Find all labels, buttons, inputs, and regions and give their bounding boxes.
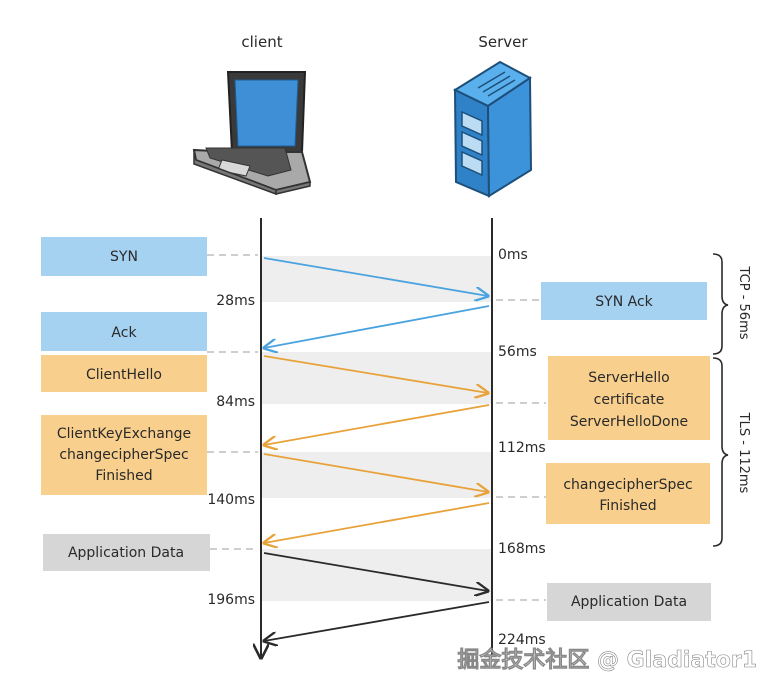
server-app-data-box xyxy=(547,583,711,621)
server-app-data-text: Application Data xyxy=(571,594,687,610)
time-28ms: 28ms xyxy=(216,293,255,309)
tls-brace xyxy=(712,357,729,547)
client-app-data-text: Application Data xyxy=(68,545,184,561)
syn-ack-box xyxy=(541,282,707,320)
ack-box xyxy=(41,312,207,351)
time-112ms: 112ms xyxy=(498,440,546,456)
server-icon xyxy=(452,60,533,198)
client-hello-box xyxy=(41,355,207,392)
dashed-connectors xyxy=(207,254,546,601)
syn-text: SYN xyxy=(110,249,138,265)
arrow-app-data-server xyxy=(264,601,490,641)
arrow-server-hello xyxy=(264,404,490,445)
time-168ms: 168ms xyxy=(498,541,546,557)
arrow-key-exchange xyxy=(263,453,488,492)
laptop-icon xyxy=(192,71,312,196)
client-app-data-box xyxy=(43,534,210,571)
arrow-change-cipher xyxy=(264,502,490,543)
arrow-client-hello xyxy=(263,355,488,393)
client-hello-text: ClientHello xyxy=(86,367,162,383)
tls-phase-label: TLS - 112ms xyxy=(736,412,751,494)
time-224ms: 224ms xyxy=(498,632,546,648)
change-cipher-line-2: Finished xyxy=(599,498,656,514)
server-hello-line-2: certificate xyxy=(594,392,665,408)
change-cipher-box xyxy=(546,463,710,524)
time-84ms: 84ms xyxy=(216,394,255,410)
time-196ms: 196ms xyxy=(207,592,255,608)
tcp-phase-label: TCP - 56ms xyxy=(736,265,751,339)
syn-ack-text: SYN Ack xyxy=(595,294,653,310)
watermark: 掘金技术社区 @ Gladiator1 xyxy=(457,647,757,673)
band-168-196 xyxy=(262,549,492,601)
server-label: Server xyxy=(478,33,528,51)
arrow-syn-ack xyxy=(264,305,490,348)
time-0ms: 0ms xyxy=(498,247,528,263)
key-exchange-box xyxy=(41,415,207,495)
arrow-syn xyxy=(263,257,488,296)
key-exchange-line-2: changecipherSpec xyxy=(59,447,188,463)
key-exchange-line-3: Finished xyxy=(95,468,152,484)
syn-box xyxy=(41,237,207,276)
server-hello-line-3: ServerHelloDone xyxy=(570,414,688,430)
change-cipher-line-1: changecipherSpec xyxy=(563,477,692,493)
time-140ms: 140ms xyxy=(207,492,255,508)
band-56-84 xyxy=(262,352,492,404)
tcp-brace xyxy=(712,253,729,355)
ack-text: Ack xyxy=(111,325,137,341)
client-label: client xyxy=(241,33,282,51)
time-56ms: 56ms xyxy=(498,344,537,360)
arrow-app-data-client xyxy=(263,552,488,591)
server-hello-box xyxy=(548,356,710,440)
server-hello-line-1: ServerHello xyxy=(588,370,669,386)
key-exchange-line-1: ClientKeyExchange xyxy=(57,426,191,442)
